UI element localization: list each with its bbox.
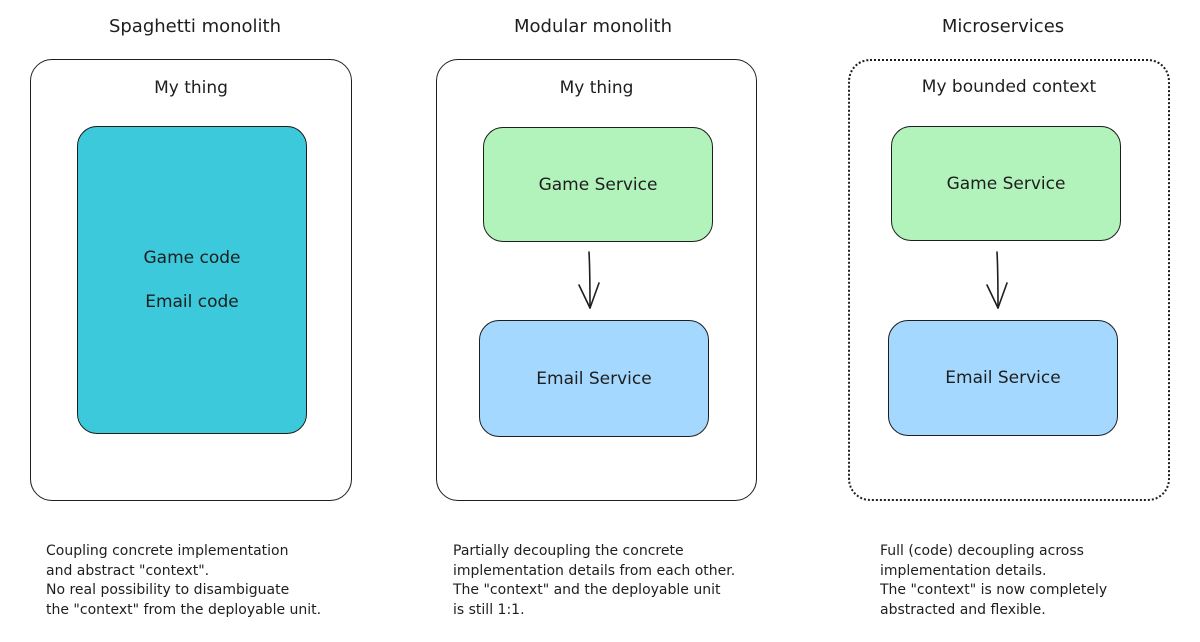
email-service-label: Email Service (536, 368, 652, 389)
container-label: My thing (154, 78, 228, 98)
container-my-thing-spaghetti: My thing (30, 59, 352, 501)
column-title-spaghetti-monolith: Spaghetti monolith (108, 16, 282, 37)
game-service-label: Game Service (946, 173, 1066, 194)
container-bounded-context: My bounded context (848, 59, 1170, 501)
email-service-label: Email Service (945, 368, 1061, 388)
game-service-box: Game Service (483, 127, 713, 242)
caption-modular-monolith: Partially decoupling the concrete implem… (453, 543, 736, 618)
container-my-thing-modular: My thing (436, 59, 757, 501)
dependency-arrow (578, 251, 600, 309)
game-code-label: Game code (143, 248, 241, 268)
caption-spaghetti-monolith: Coupling concrete implementation and abs… (46, 543, 322, 618)
container-label: My thing (559, 78, 634, 98)
container-label: My bounded context (921, 77, 1097, 97)
column-title-modular-monolith: Modular monolith (514, 16, 672, 37)
email-code-label: Email code (145, 292, 239, 312)
caption-microservices: Full (code) decoupling across implementa… (880, 543, 1108, 618)
game-service-box: Game Service (891, 126, 1121, 241)
email-service-box: Email Service (479, 320, 709, 437)
dependency-arrow (986, 251, 1008, 309)
game-service-label: Game Service (538, 174, 658, 195)
combined-code-box: Game code Email code (77, 126, 307, 434)
email-service-box: Email Service (888, 320, 1118, 436)
column-title-microservices: Microservices (941, 16, 1065, 37)
